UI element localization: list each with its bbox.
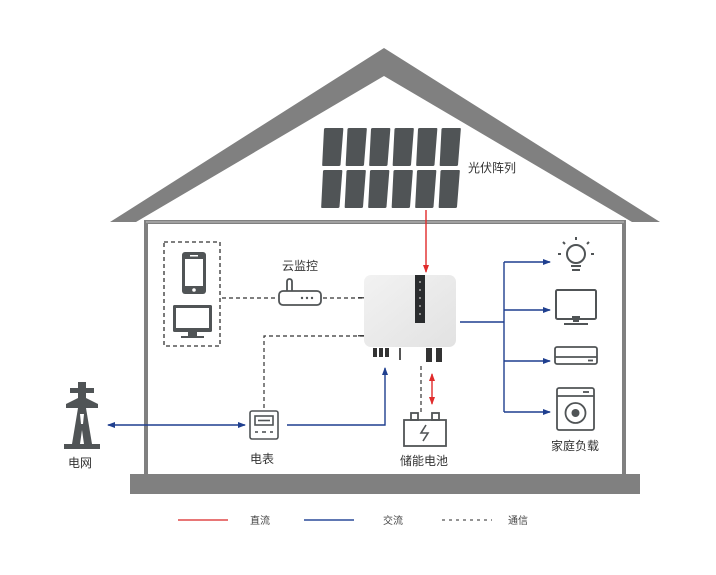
house-foundation bbox=[130, 474, 640, 494]
power-tower-icon bbox=[64, 382, 100, 449]
solar-panel-cell bbox=[391, 170, 413, 208]
legend-dc-label: 直流 bbox=[250, 514, 270, 527]
comm-lines bbox=[222, 297, 422, 414]
solar-panel-cell bbox=[416, 128, 438, 166]
solar-panel-cell bbox=[344, 170, 366, 208]
cloud-monitor-label: 云监控 bbox=[282, 259, 318, 273]
meter-label: 电表 bbox=[250, 452, 274, 466]
legend-comm-label: 通信 bbox=[508, 515, 528, 527]
user-devices bbox=[163, 241, 221, 347]
solar-panel-cell bbox=[439, 128, 461, 166]
tv-icon bbox=[555, 289, 597, 325]
washing-machine-icon bbox=[556, 387, 595, 431]
comm-line-inverter-meter bbox=[263, 335, 364, 410]
router-icon bbox=[278, 278, 322, 306]
solar-panel-cell bbox=[368, 170, 390, 208]
meter-icon bbox=[249, 410, 279, 440]
ac-lines bbox=[107, 259, 551, 428]
inverter bbox=[358, 275, 456, 362]
legend: 直流 交流 通信 bbox=[178, 514, 528, 527]
pv-array-label: 光伏阵列 bbox=[468, 161, 516, 175]
solar-panel-cell bbox=[322, 128, 344, 166]
monitor-icon bbox=[173, 305, 212, 338]
ac-line-meter-inverter bbox=[287, 367, 388, 426]
legend-ac-label: 交流 bbox=[383, 514, 403, 527]
light-bulb-icon bbox=[558, 237, 594, 271]
smartphone-icon bbox=[182, 252, 206, 294]
battery-label: 储能电池 bbox=[400, 453, 448, 468]
solar-panel-cell bbox=[345, 128, 367, 166]
grid-label: 电网 bbox=[68, 456, 92, 470]
solar-panel-cell bbox=[369, 128, 391, 166]
solar-panel-cell bbox=[438, 170, 460, 208]
battery-icon bbox=[403, 412, 447, 447]
solar-panel-array bbox=[321, 128, 461, 208]
home-load-label: 家庭负载 bbox=[551, 438, 599, 453]
roof bbox=[110, 48, 660, 222]
solar-panel-cell bbox=[415, 170, 437, 208]
air-conditioner-icon bbox=[554, 346, 598, 365]
solar-panel-cell bbox=[392, 128, 414, 166]
house bbox=[110, 48, 660, 494]
solar-panel-cell bbox=[321, 170, 343, 208]
